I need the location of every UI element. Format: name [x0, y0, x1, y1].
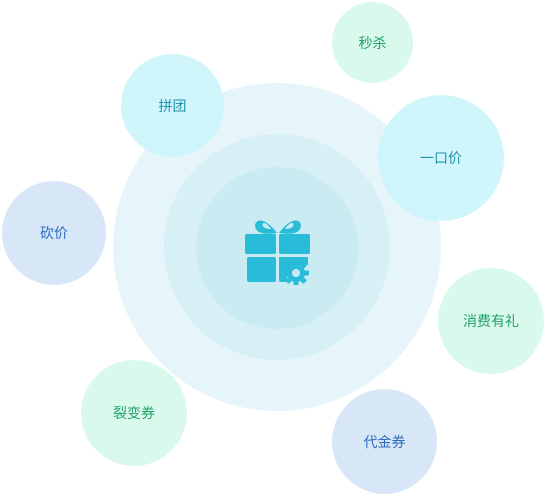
inner-ring [196, 167, 358, 329]
bubble-daijin[interactable]: 代金券 [332, 389, 437, 494]
bubble-xiaofei[interactable]: 消费有礼 [438, 268, 544, 374]
bubble-yikoujia[interactable]: 一口价 [378, 95, 504, 221]
bubble-liebian[interactable]: 裂变券 [81, 360, 187, 466]
bubble-kanjia[interactable]: 砍价 [2, 181, 106, 285]
bubble-miaosha[interactable]: 秒杀 [332, 2, 413, 83]
bubble-kanjia-label: 砍价 [40, 226, 68, 242]
bubble-daijin-label: 代金券 [363, 434, 406, 451]
bubble-miaosha-label: 秒杀 [358, 35, 387, 52]
bubble-pintuan-label: 拼团 [158, 98, 187, 115]
gift-settings-icon [245, 220, 310, 285]
bubble-pintuan[interactable]: 拼团 [121, 54, 224, 157]
bubble-liebian-label: 裂变券 [113, 406, 155, 422]
bubble-yikoujia-label: 一口价 [420, 151, 462, 167]
bubble-xiaofei-label: 消费有礼 [463, 314, 519, 330]
